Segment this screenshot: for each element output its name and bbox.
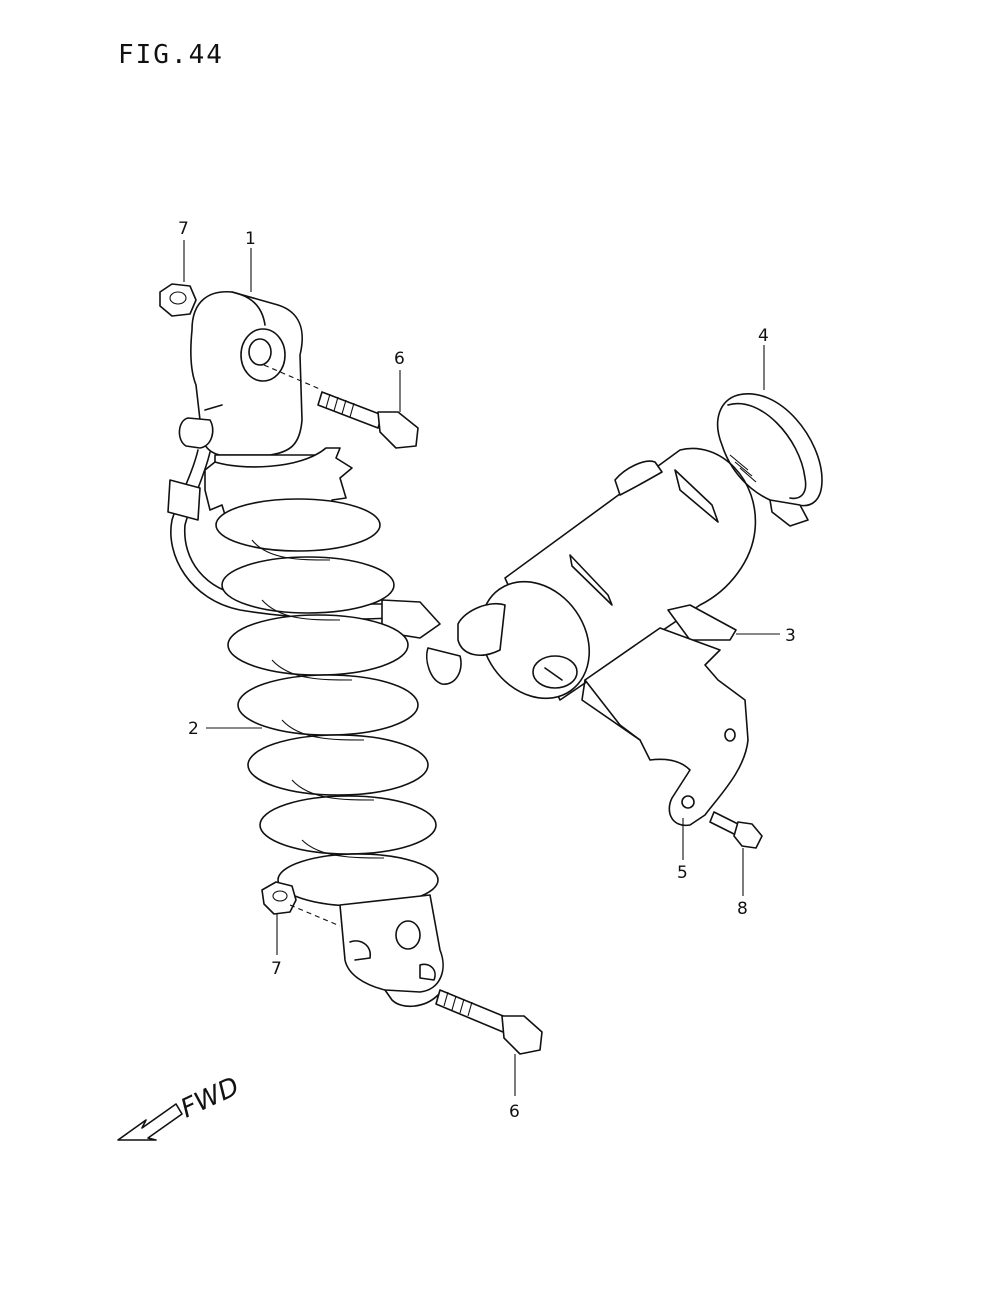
shock-lower-clevis [339,894,444,1008]
bolt-top [317,391,419,449]
bolt-small [709,811,763,849]
callout-1: 1 [245,229,256,249]
nut-bottom [261,881,297,915]
callout-7-top: 7 [178,219,189,239]
callout-7-bottom: 7 [271,959,282,979]
callout-6-bottom: 6 [509,1102,520,1122]
shock-body-upper [190,290,353,533]
bolt-bottom [435,989,543,1055]
callout-2: 2 [188,719,199,739]
reservoir-canister [457,447,757,701]
callout-6-top: 6 [394,349,405,369]
nut-top [159,283,197,317]
fwd-label: FWD [176,1072,244,1125]
callout-5: 5 [677,863,688,883]
leader-lines [183,240,780,1096]
clamp-band [716,393,823,527]
coil-spring [215,498,439,907]
fwd-indicator: FWD [117,1072,244,1141]
rubber-pad [667,604,737,641]
callout-3: 3 [785,626,796,646]
callout-4: 4 [758,326,769,346]
callout-numbers: 7 1 6 4 3 2 5 8 7 6 [178,219,796,1122]
figure-title: FIG.44 [118,40,224,70]
fwd-arrow-icon [117,1103,183,1141]
bracket [581,627,749,827]
callout-8: 8 [737,899,748,919]
